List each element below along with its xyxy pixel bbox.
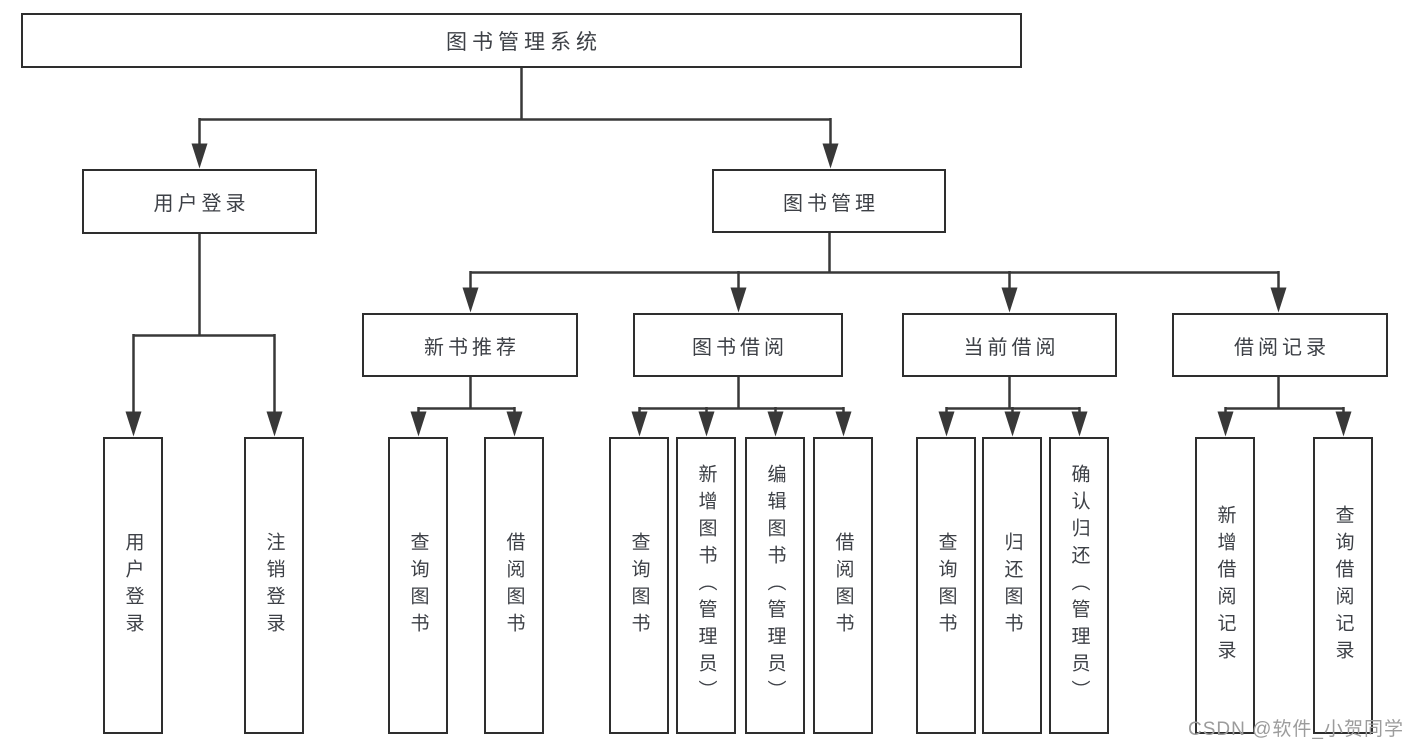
section-label: 借阅记录 bbox=[1234, 336, 1330, 359]
arrowhead-icons bbox=[125, 143, 1352, 437]
leaf-label: 新增图书（管理员） bbox=[695, 464, 717, 707]
root-label: 图书管理系统 bbox=[446, 30, 602, 54]
section-box-borrow-record: 借阅记录 bbox=[1172, 313, 1388, 377]
leaf-box-add-borrow-record: 新增借阅记录 bbox=[1195, 437, 1255, 734]
branch-box-user-login: 用户登录 bbox=[82, 169, 317, 234]
branch-label: 用户登录 bbox=[153, 193, 250, 215]
leaf-box-borrow-book-2: 借阅图书 bbox=[813, 437, 873, 734]
section-label: 当前借阅 bbox=[963, 336, 1060, 359]
leaf-label: 归还图书 bbox=[1001, 531, 1023, 640]
leaf-label: 注销登录 bbox=[263, 531, 285, 640]
leaf-label: 借阅图书 bbox=[832, 531, 854, 640]
leaf-box-logout: 注销登录 bbox=[244, 437, 304, 734]
leaf-label: 用户登录 bbox=[122, 531, 144, 640]
leaf-box-confirm-return-admin: 确认归还（管理员） bbox=[1049, 437, 1109, 734]
leaf-box-query-borrow-record: 查询借阅记录 bbox=[1313, 437, 1373, 734]
leaf-box-add-book-admin: 新增图书（管理员） bbox=[676, 437, 736, 734]
leaf-box-query-book-3: 查询图书 bbox=[916, 437, 976, 734]
branch-label: 图书管理 bbox=[783, 192, 879, 215]
leaf-label: 查询图书 bbox=[407, 531, 429, 640]
leaf-label: 新增借阅记录 bbox=[1214, 504, 1236, 667]
leaf-label: 确认归还（管理员） bbox=[1068, 464, 1090, 707]
section-label: 新书推荐 bbox=[424, 336, 520, 359]
branch-box-book-management: 图书管理 bbox=[712, 169, 946, 233]
section-box-current-borrow: 当前借阅 bbox=[902, 313, 1117, 377]
leaf-box-query-book-2: 查询图书 bbox=[609, 437, 669, 734]
section-label: 图书借阅 bbox=[692, 336, 788, 359]
leaf-box-return-book: 归还图书 bbox=[982, 437, 1042, 734]
leaf-box-edit-book-admin: 编辑图书（管理员） bbox=[745, 437, 805, 734]
section-box-book-borrow: 图书借阅 bbox=[633, 313, 843, 377]
csdn-watermark: CSDN @软件_小贺同学 bbox=[1188, 719, 1404, 740]
leaf-label: 借阅图书 bbox=[503, 531, 525, 640]
leaf-label: 查询借阅记录 bbox=[1332, 504, 1354, 667]
leaf-box-query-book-1: 查询图书 bbox=[388, 437, 448, 734]
leaf-box-user-login: 用户登录 bbox=[103, 437, 163, 734]
section-box-new-book-recommend: 新书推荐 bbox=[362, 313, 578, 377]
leaf-box-borrow-book-1: 借阅图书 bbox=[484, 437, 544, 734]
leaf-label: 查询图书 bbox=[628, 531, 650, 640]
leaf-label: 查询图书 bbox=[935, 531, 957, 640]
leaf-label: 编辑图书（管理员） bbox=[764, 464, 786, 707]
root-box-library-system: 图书管理系统 bbox=[21, 13, 1022, 68]
